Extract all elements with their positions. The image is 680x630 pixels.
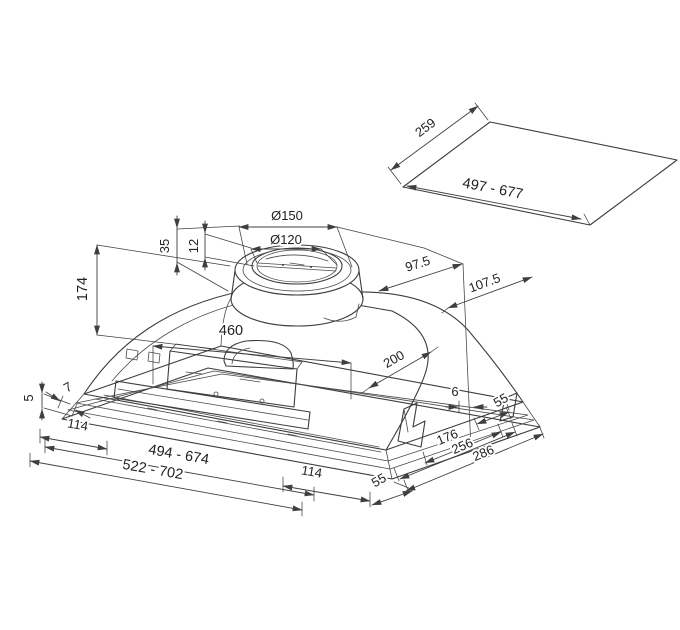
- dim-duct-outer-label: Ø150: [271, 208, 303, 223]
- dim-slope-depth-label: 200: [381, 347, 407, 371]
- dim-liner-width-label: 460: [219, 323, 243, 339]
- mounting-bracket-front: [397, 402, 426, 448]
- dim-collar-height-label: 35: [157, 239, 172, 253]
- dim-left-bracket-offset-label: 114: [66, 415, 89, 433]
- dim-bracket-gap-label: 6: [451, 384, 458, 399]
- dim-depth-overall-label: 286: [470, 442, 496, 464]
- dim-center-bracket-offset-label: 114: [300, 462, 323, 480]
- dim-spigot-height-label: 12: [186, 239, 201, 253]
- duct-collar: [230, 244, 364, 327]
- dim-cutout-width-label: 497 - 677: [461, 175, 524, 202]
- dim-duct-inner-label: Ø120: [270, 232, 302, 247]
- dim-lip-inset-label: 7: [61, 379, 75, 396]
- dim-cutout-depth-label: 259: [412, 115, 438, 140]
- collar-notch: [323, 303, 360, 322]
- dim-front-bracket-offset-label: 55: [369, 470, 389, 490]
- dim-lip-height-label: 5: [21, 394, 36, 401]
- ceiling-cutout: [387, 102, 678, 226]
- damper-flap: [257, 254, 337, 272]
- dim-body-height-label: 174: [75, 277, 91, 301]
- dim-duct-offset-left-label: 97.5: [403, 253, 432, 275]
- dim-duct-offset-right-label: 107.5: [467, 270, 503, 295]
